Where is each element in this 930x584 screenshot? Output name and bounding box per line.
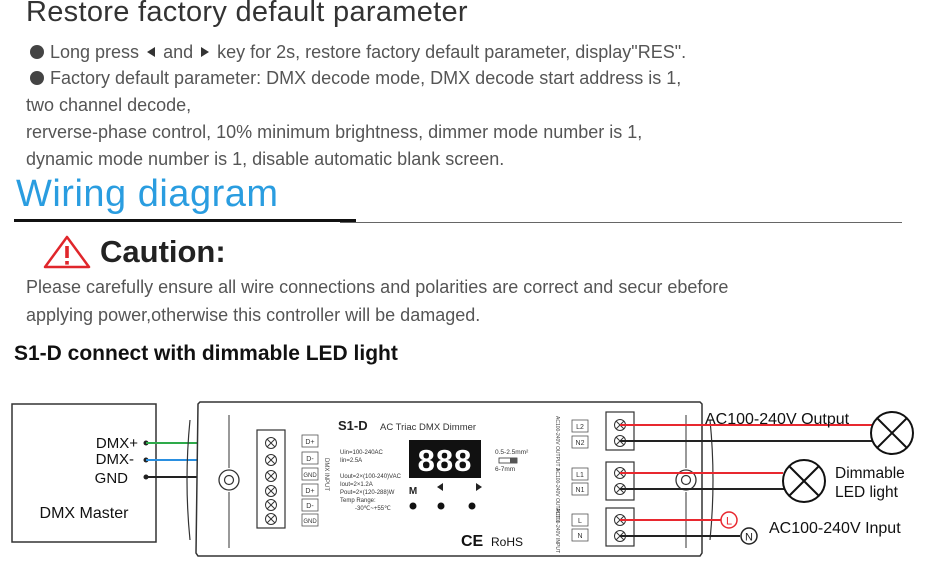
dmx-master-label: DMX Master	[40, 505, 130, 522]
power-terminal-screws	[614, 419, 626, 542]
live-marker-label: L	[726, 516, 732, 528]
wiring-diagram-heading: Wiring diagram	[16, 173, 279, 215]
caution-text-line-2: applying power,otherwise this controller…	[26, 305, 481, 325]
caution-heading: Caution:	[100, 234, 226, 269]
bullet-dot-icon	[30, 71, 44, 85]
spec-pout: Pout=2×(120-288)W	[340, 490, 395, 496]
caution-text-line-1: Please carefully ensure all wire connect…	[26, 277, 729, 297]
warning-triangle-icon	[43, 235, 91, 269]
model-description: AC Triac DMX Dimmer	[380, 422, 476, 433]
term-l: L	[578, 518, 582, 525]
restore-bullet-2: Factory default parameter: DMX decode mo…	[30, 68, 681, 89]
right-button-label-icon	[476, 483, 482, 491]
left-button	[437, 502, 445, 510]
dmx-input-label: DMX INPUT	[323, 458, 329, 491]
term-d-plus-2: D+	[305, 488, 314, 495]
bullet-2-text: Factory default parameter: DMX decode mo…	[50, 68, 682, 88]
section-subtitle: S1-D connect with dimmable LED light	[14, 342, 398, 365]
input-label-rotated: AC100-240V INPUT	[554, 508, 560, 553]
live-marker-icon	[720, 511, 738, 529]
term-l1: L1	[576, 472, 584, 479]
m-button-label: M	[409, 486, 417, 497]
led-display-value: 888	[418, 443, 473, 478]
bullet-dot-icon	[30, 45, 44, 59]
rohs-mark: RoHS	[491, 535, 523, 549]
restore-line-3: two channel decode,	[26, 95, 192, 115]
wiring-diagram: DMX+ DMX- GND DMX Master D+ D- GND D+ D-…	[11, 401, 914, 557]
dmx-terminal-screws	[265, 437, 277, 525]
led-light-label: LED light	[835, 484, 899, 501]
bullet-1-text-and: and	[163, 42, 194, 62]
spec-iout: Iout=2×1.2A	[340, 482, 373, 488]
term-n: N	[577, 533, 582, 540]
spec-temp-value: -30℃~+55℃	[355, 506, 391, 512]
spec-temp: Temp Range:	[340, 498, 376, 504]
restore-line-5: dynamic mode number is 1, disable automa…	[26, 149, 505, 169]
term-d-plus-1: D+	[305, 439, 314, 446]
gnd-pin-label: GND	[95, 470, 129, 487]
term-d-minus-1: D-	[306, 456, 314, 463]
dmx-minus-pin-label: DMX-	[96, 451, 134, 468]
neutral-marker-label: N	[745, 532, 753, 544]
output-label: AC100-240V Output	[705, 411, 850, 428]
term-l2: L2	[576, 424, 584, 431]
heading-divider	[340, 222, 902, 223]
neutral-marker-icon	[740, 527, 758, 545]
bullet-1-text-start: Long press	[50, 42, 140, 62]
right-button	[468, 502, 476, 510]
dmx-plus-pin-label: DMX+	[96, 435, 138, 452]
spec-iin: Iin=2.5A	[340, 458, 362, 464]
spec-uout: Uout=2×(100-240)VAC	[340, 474, 402, 480]
restore-heading: Restore factory default parameter	[26, 0, 468, 28]
ce-mark: CE	[461, 533, 484, 550]
dimmable-label: Dimmable	[835, 465, 905, 482]
term-gnd-2: GND	[303, 519, 317, 525]
term-d-minus-2: D-	[306, 503, 314, 510]
output1-label: AC100-240V OUTPUT 1	[554, 468, 560, 523]
led-display	[409, 440, 481, 478]
term-gnd-1: GND	[303, 473, 317, 479]
left-arrow-key-icon	[147, 47, 156, 57]
restore-line-4: rerverse-phase control, 10% minimum brig…	[26, 122, 643, 142]
strip-length-label: 6-7mm	[495, 466, 515, 473]
right-arrow-key-icon	[201, 47, 210, 57]
restore-bullet-1: Long press and key for 2s, restore factory…	[30, 42, 686, 63]
left-button-label-icon	[437, 483, 443, 491]
term-n1: N1	[576, 487, 585, 494]
term-n2: N2	[576, 440, 585, 447]
heading-underline	[14, 219, 356, 222]
output2-label: AC100-240V OUTPUT 2	[554, 416, 560, 471]
dmx-master-box	[11, 403, 157, 543]
wire-size-label: 0.5-2.5mm²	[495, 449, 529, 456]
input-label: AC100-240V Input	[769, 520, 901, 537]
m-button	[409, 502, 417, 510]
spec-uin: Uin=100-240AC	[340, 450, 384, 456]
bullet-1-text-end: key for 2s, restore factory default para…	[217, 42, 687, 62]
model-name: S1-D	[338, 418, 368, 433]
